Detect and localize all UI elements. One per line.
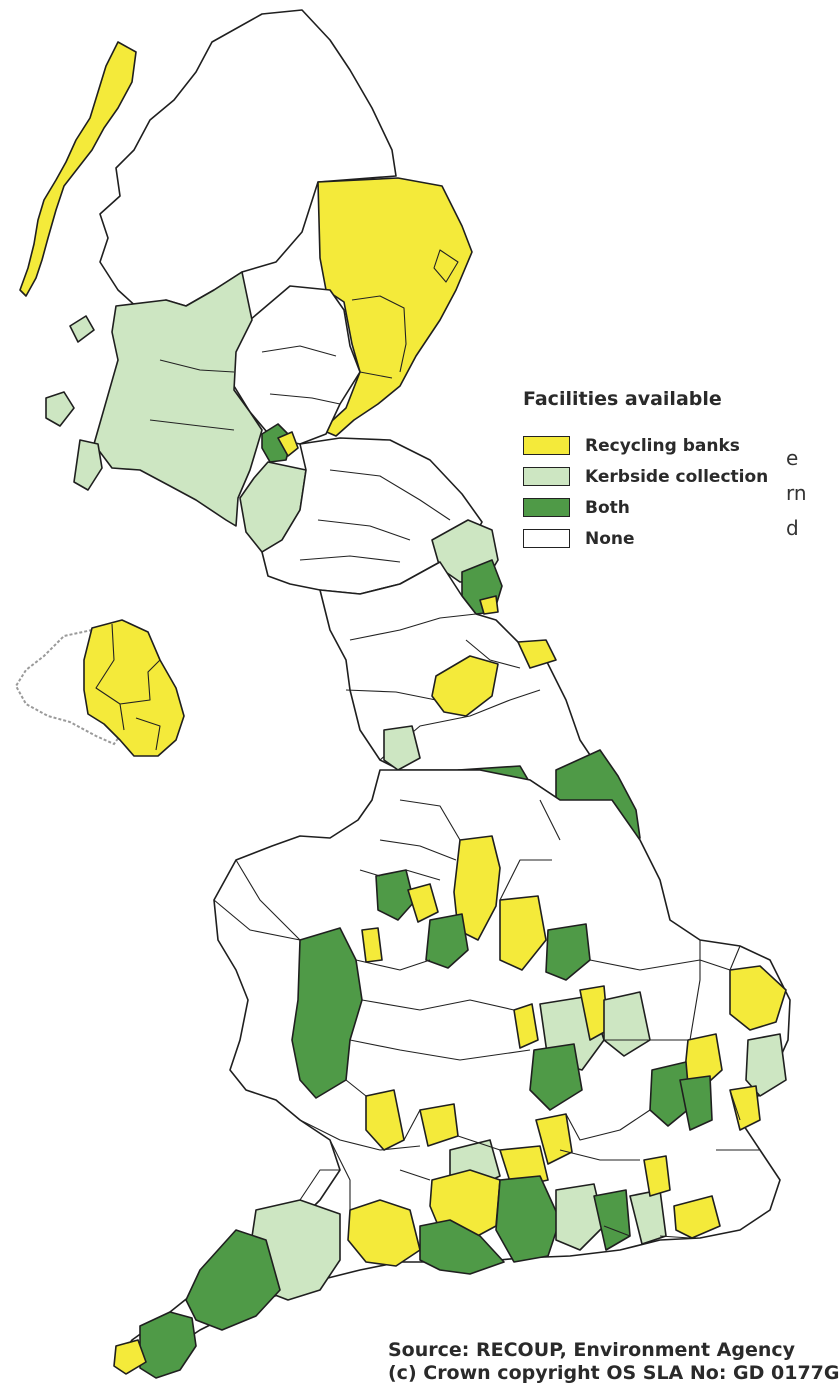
norfolk-yellow xyxy=(729,965,787,1031)
legend-swatch-recycling-banks xyxy=(523,436,570,455)
scotland-west-coast xyxy=(93,271,263,527)
scotland-central xyxy=(233,285,361,445)
northern-england-boundaries xyxy=(345,613,541,761)
kent-yellow xyxy=(673,1195,721,1239)
midlands-both-2 xyxy=(425,913,469,969)
south-yellow-5 xyxy=(535,1113,573,1165)
midlands-yellow-3 xyxy=(407,883,439,923)
midlands-yellow-2 xyxy=(499,895,547,971)
midlands-yellow-1 xyxy=(453,835,501,941)
map-legend: Facilities available Recycling banks Ker… xyxy=(523,388,768,554)
midlands-both-1 xyxy=(375,869,415,921)
ni-west xyxy=(14,629,125,746)
legend-item-both: Both xyxy=(523,492,768,523)
glasgow-east xyxy=(277,431,299,457)
tyne-yellow xyxy=(479,595,499,615)
source-credit: Source: RECOUP, Environment Agency (c) C… xyxy=(388,1339,840,1385)
ni-east xyxy=(83,619,185,757)
cropped-text-1: e xyxy=(786,446,799,470)
south-both-1 xyxy=(529,1043,583,1111)
north-yorkshire-yellow xyxy=(431,655,499,717)
scotland-north-east-boundaries xyxy=(351,249,459,379)
teesside xyxy=(517,639,557,669)
legend-title: Facilities available xyxy=(523,388,722,410)
glasgow-area xyxy=(261,423,293,463)
source-line: Source: RECOUP, Environment Agency xyxy=(388,1339,796,1361)
legend-label-both: Both xyxy=(585,497,630,518)
east-both-1 xyxy=(649,1061,691,1127)
legend-item-kerbside-collection: Kerbside collection xyxy=(523,461,768,492)
recycling-facilities-map-page: e rn d Facilities available Recycling ba… xyxy=(14,9,840,1385)
ni-boundaries xyxy=(95,623,161,751)
cropped-text-3: d xyxy=(786,516,799,540)
district-boundaries xyxy=(213,799,760,1239)
copyright-line: (c) Crown copyright OS SLA No: GD 0177G xyxy=(388,1362,840,1384)
legend-item-none: None xyxy=(523,523,768,554)
scottish-islands xyxy=(45,315,103,491)
southern-scotland-boundaries xyxy=(299,469,451,563)
east-green xyxy=(745,1033,787,1097)
cornwall-both xyxy=(139,1311,197,1379)
legend-swatch-none xyxy=(523,529,570,548)
somerset-yellow xyxy=(347,1199,421,1267)
legend-label-none: None xyxy=(585,528,635,549)
kent-yellow-2 xyxy=(643,1155,671,1197)
legend-label-recycling-banks: Recycling banks xyxy=(585,435,740,456)
legend-item-recycling-banks: Recycling banks xyxy=(523,430,768,461)
legend-swatch-kerbside-collection xyxy=(523,467,570,486)
midlands-both-3 xyxy=(545,923,591,981)
midlands-yellow-4 xyxy=(361,927,383,963)
dorset-both xyxy=(419,1219,505,1275)
south-yellow-1 xyxy=(513,1003,539,1049)
scotland-north-east xyxy=(317,177,473,437)
lancashire xyxy=(383,725,421,771)
uk-map xyxy=(14,9,791,1379)
legend-label-kerbside-collection: Kerbside collection xyxy=(585,466,769,487)
outer-hebrides xyxy=(19,41,137,297)
surrey-green xyxy=(555,1183,605,1251)
east-yellow-2 xyxy=(729,1085,761,1131)
cornwall-yellow xyxy=(113,1339,147,1375)
cropped-text-2: rn xyxy=(786,481,807,505)
hampshire-both xyxy=(495,1175,561,1263)
scotland-central-boundaries xyxy=(261,345,341,405)
legend-swatch-both xyxy=(523,498,570,517)
east-both-2 xyxy=(679,1075,713,1131)
south-yellow-3 xyxy=(365,1089,405,1151)
devon-both xyxy=(185,1229,281,1331)
scotland-west-boundaries xyxy=(149,359,235,431)
